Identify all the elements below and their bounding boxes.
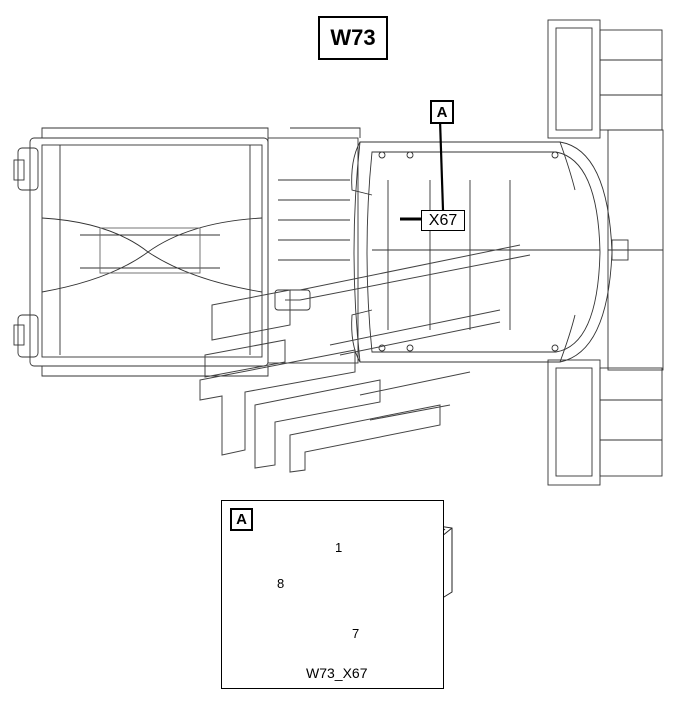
- detail-view-tag: A: [230, 508, 253, 531]
- diagram-title: W73: [318, 16, 388, 60]
- connector-label-x67: X67: [421, 210, 465, 231]
- part-number-7: 7: [352, 626, 360, 641]
- rear-frame: [13, 127, 269, 377]
- part-number-1: 1: [335, 540, 343, 555]
- detail-reference-a: A: [430, 100, 454, 124]
- part-number-8: 8: [277, 576, 285, 591]
- detail-caption: W73_X67: [306, 665, 368, 681]
- callout-leaders: [400, 119, 445, 221]
- detail-view-a: [221, 500, 444, 689]
- watermark-logo: [199, 244, 531, 473]
- cab-floor: [267, 127, 361, 364]
- front-attachment: [547, 19, 664, 486]
- cab-roof: [351, 141, 613, 363]
